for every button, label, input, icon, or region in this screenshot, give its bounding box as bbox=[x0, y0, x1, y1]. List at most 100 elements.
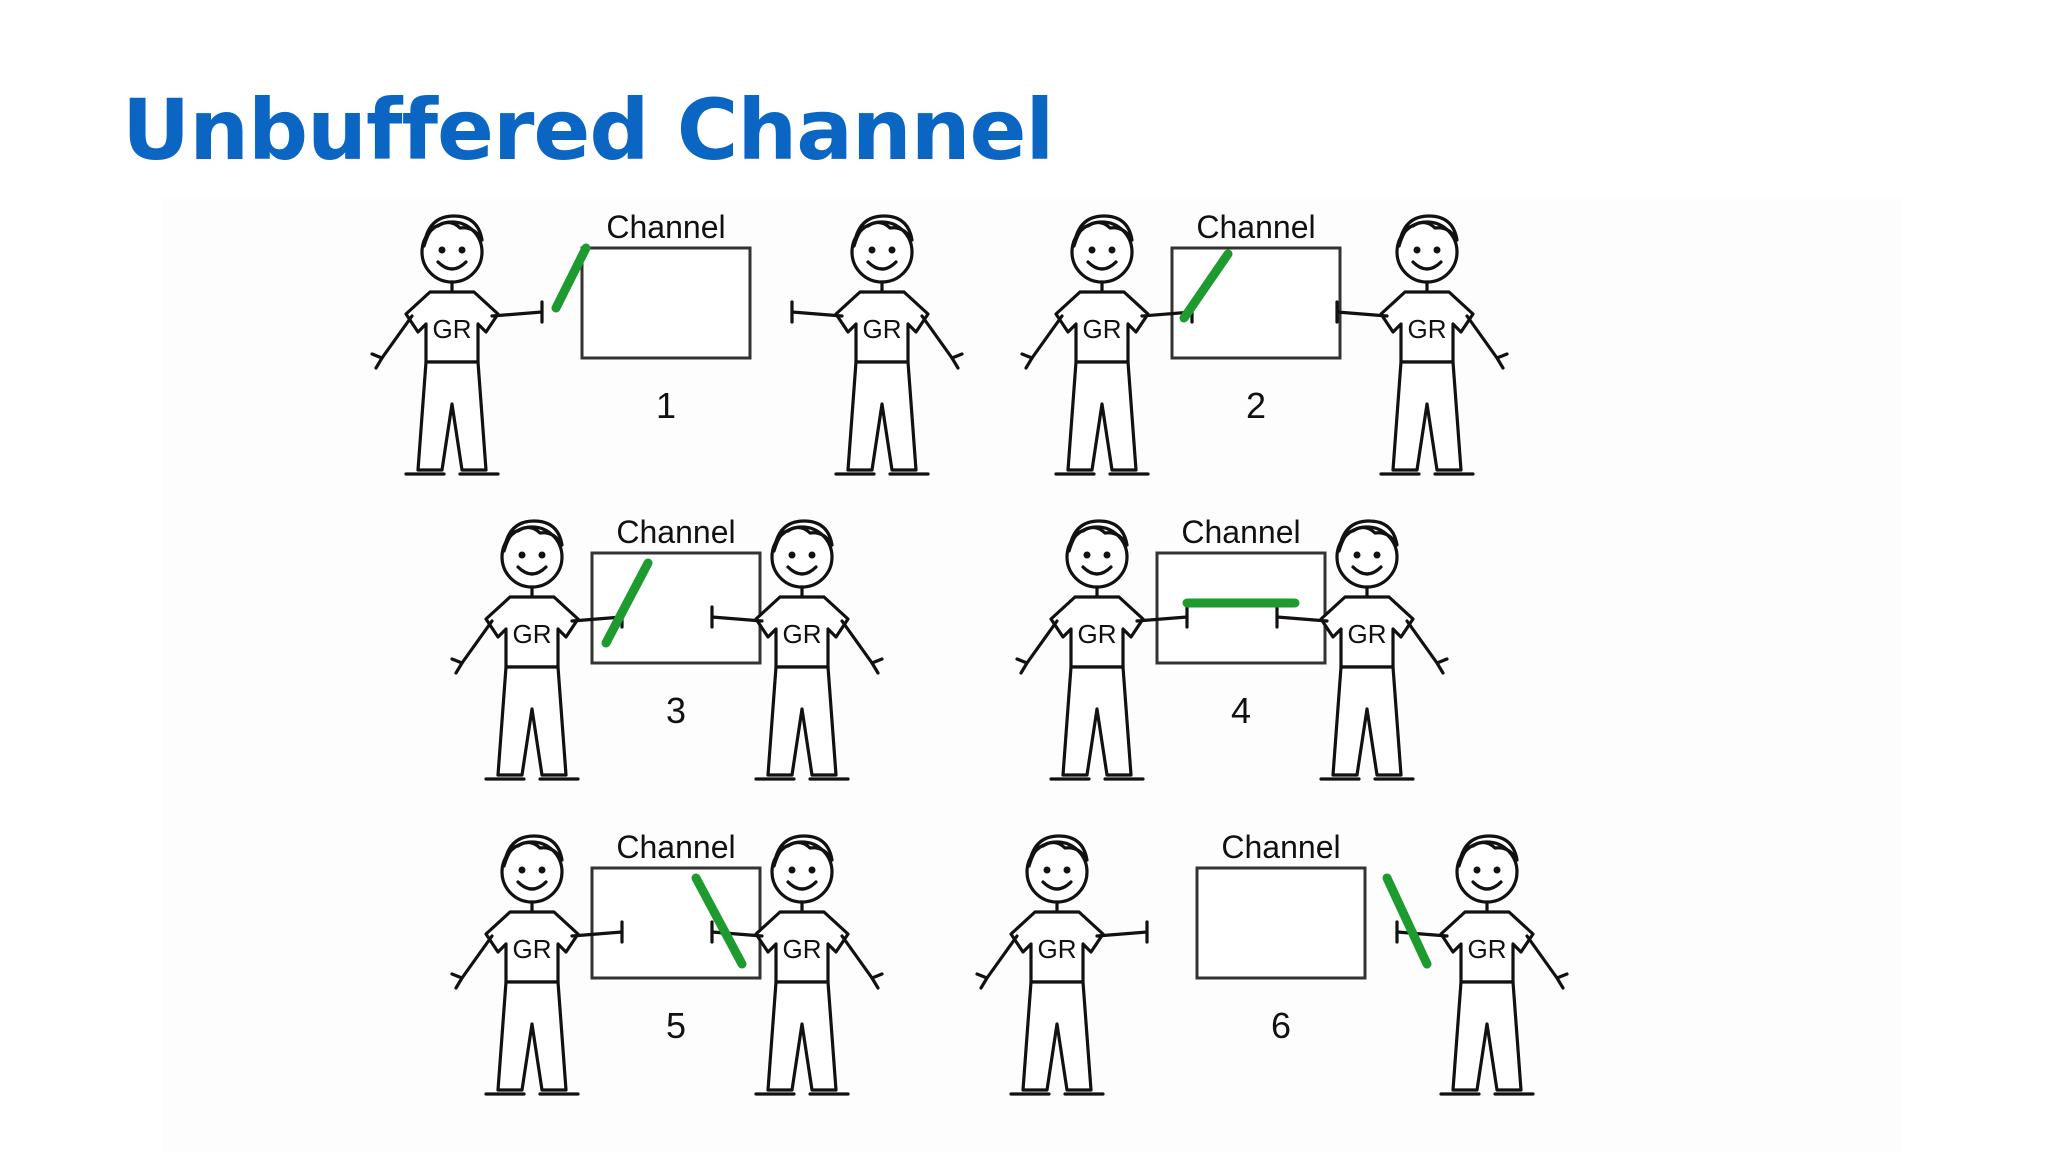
hair bbox=[502, 834, 564, 868]
pants bbox=[496, 665, 568, 777]
eye bbox=[808, 551, 816, 559]
arm-relaxed bbox=[460, 934, 494, 980]
arm-relaxed bbox=[1025, 619, 1059, 665]
channel-label: Channel bbox=[1221, 829, 1340, 865]
pants bbox=[1391, 360, 1463, 472]
stick-figure: GR bbox=[1335, 214, 1509, 476]
exchange-panel: Channel 3 GR GR bbox=[450, 514, 884, 781]
stick-figure: GR bbox=[1015, 519, 1189, 781]
hair bbox=[1457, 834, 1519, 868]
channel-box bbox=[1170, 246, 1342, 360]
pants bbox=[496, 980, 568, 1092]
stick-figure: GR bbox=[1020, 214, 1194, 476]
arm-relaxed bbox=[840, 934, 874, 980]
stick-figure: GR bbox=[710, 834, 884, 1096]
channel-box bbox=[1195, 866, 1367, 980]
eye bbox=[1413, 246, 1421, 254]
eye bbox=[1108, 246, 1116, 254]
stick-figure: GR bbox=[790, 214, 964, 476]
pants bbox=[1021, 980, 1093, 1092]
channel-label: Channel bbox=[616, 514, 735, 550]
stick-figure: GR bbox=[370, 214, 544, 476]
eye bbox=[788, 551, 796, 559]
message-baton bbox=[601, 558, 653, 648]
pants bbox=[1451, 980, 1523, 1092]
arm-relaxed bbox=[840, 619, 874, 665]
eye bbox=[1433, 246, 1441, 254]
eye bbox=[438, 246, 446, 254]
shirt-label: GR bbox=[1038, 934, 1077, 964]
eye bbox=[868, 246, 876, 254]
smile bbox=[436, 260, 468, 271]
eye bbox=[458, 246, 466, 254]
hand bbox=[1435, 657, 1449, 675]
eye bbox=[518, 551, 526, 559]
eye bbox=[888, 246, 896, 254]
hair bbox=[1027, 834, 1089, 868]
hair bbox=[852, 214, 914, 248]
eye bbox=[1353, 551, 1361, 559]
step-number: 3 bbox=[666, 690, 686, 731]
arm-extended bbox=[1395, 930, 1449, 938]
shirt-label: GR bbox=[1078, 619, 1117, 649]
eye bbox=[1103, 551, 1111, 559]
hand bbox=[870, 657, 884, 675]
hand bbox=[950, 352, 964, 370]
hair bbox=[772, 519, 834, 553]
step-number: 6 bbox=[1271, 1005, 1291, 1046]
shirt-label: GR bbox=[513, 934, 552, 964]
channel-label: Channel bbox=[1196, 209, 1315, 245]
step-number: 4 bbox=[1231, 690, 1251, 731]
arm-relaxed bbox=[985, 934, 1019, 980]
channel-label: Channel bbox=[1181, 514, 1300, 550]
hand bbox=[370, 352, 384, 370]
shirt-label: GR bbox=[1468, 934, 1507, 964]
smile bbox=[1041, 880, 1073, 891]
arm-relaxed bbox=[460, 619, 494, 665]
shirt-label: GR bbox=[1083, 314, 1122, 344]
eye bbox=[788, 866, 796, 874]
smile bbox=[516, 880, 548, 891]
pants bbox=[1061, 665, 1133, 777]
channel-label: Channel bbox=[616, 829, 735, 865]
shirt-label: GR bbox=[1408, 314, 1447, 344]
pants bbox=[766, 980, 838, 1092]
eye bbox=[518, 866, 526, 874]
pants bbox=[1066, 360, 1138, 472]
step-number: 1 bbox=[656, 385, 676, 426]
arm-extended bbox=[790, 310, 844, 318]
hand bbox=[1555, 972, 1569, 990]
shirt-label: GR bbox=[783, 619, 822, 649]
smile bbox=[866, 260, 898, 271]
message-baton bbox=[1179, 249, 1233, 323]
message-baton bbox=[551, 243, 591, 313]
hand bbox=[450, 657, 464, 675]
smile bbox=[516, 565, 548, 576]
arm-relaxed bbox=[920, 314, 954, 360]
smile bbox=[786, 880, 818, 891]
arm-extended bbox=[1095, 930, 1149, 938]
channel-box bbox=[1155, 551, 1327, 665]
eye bbox=[1063, 866, 1071, 874]
exchange-panel: Channel 6 GR GR bbox=[975, 829, 1569, 1096]
hand bbox=[1495, 352, 1509, 370]
arm-extended bbox=[1275, 615, 1329, 623]
smile bbox=[1081, 565, 1113, 576]
shirt-label: GR bbox=[513, 619, 552, 649]
channel-box bbox=[580, 246, 752, 360]
smile bbox=[786, 565, 818, 576]
channel-box bbox=[590, 551, 762, 665]
hand bbox=[1020, 352, 1034, 370]
stick-figure: GR bbox=[1275, 519, 1449, 781]
exchange-panel: Channel 4 GR GR bbox=[1015, 514, 1449, 781]
eye bbox=[808, 866, 816, 874]
shirt-label: GR bbox=[783, 934, 822, 964]
smile bbox=[1351, 565, 1383, 576]
hair bbox=[502, 519, 564, 553]
arm-relaxed bbox=[1405, 619, 1439, 665]
stick-figure: GR bbox=[710, 519, 884, 781]
smile bbox=[1471, 880, 1503, 891]
